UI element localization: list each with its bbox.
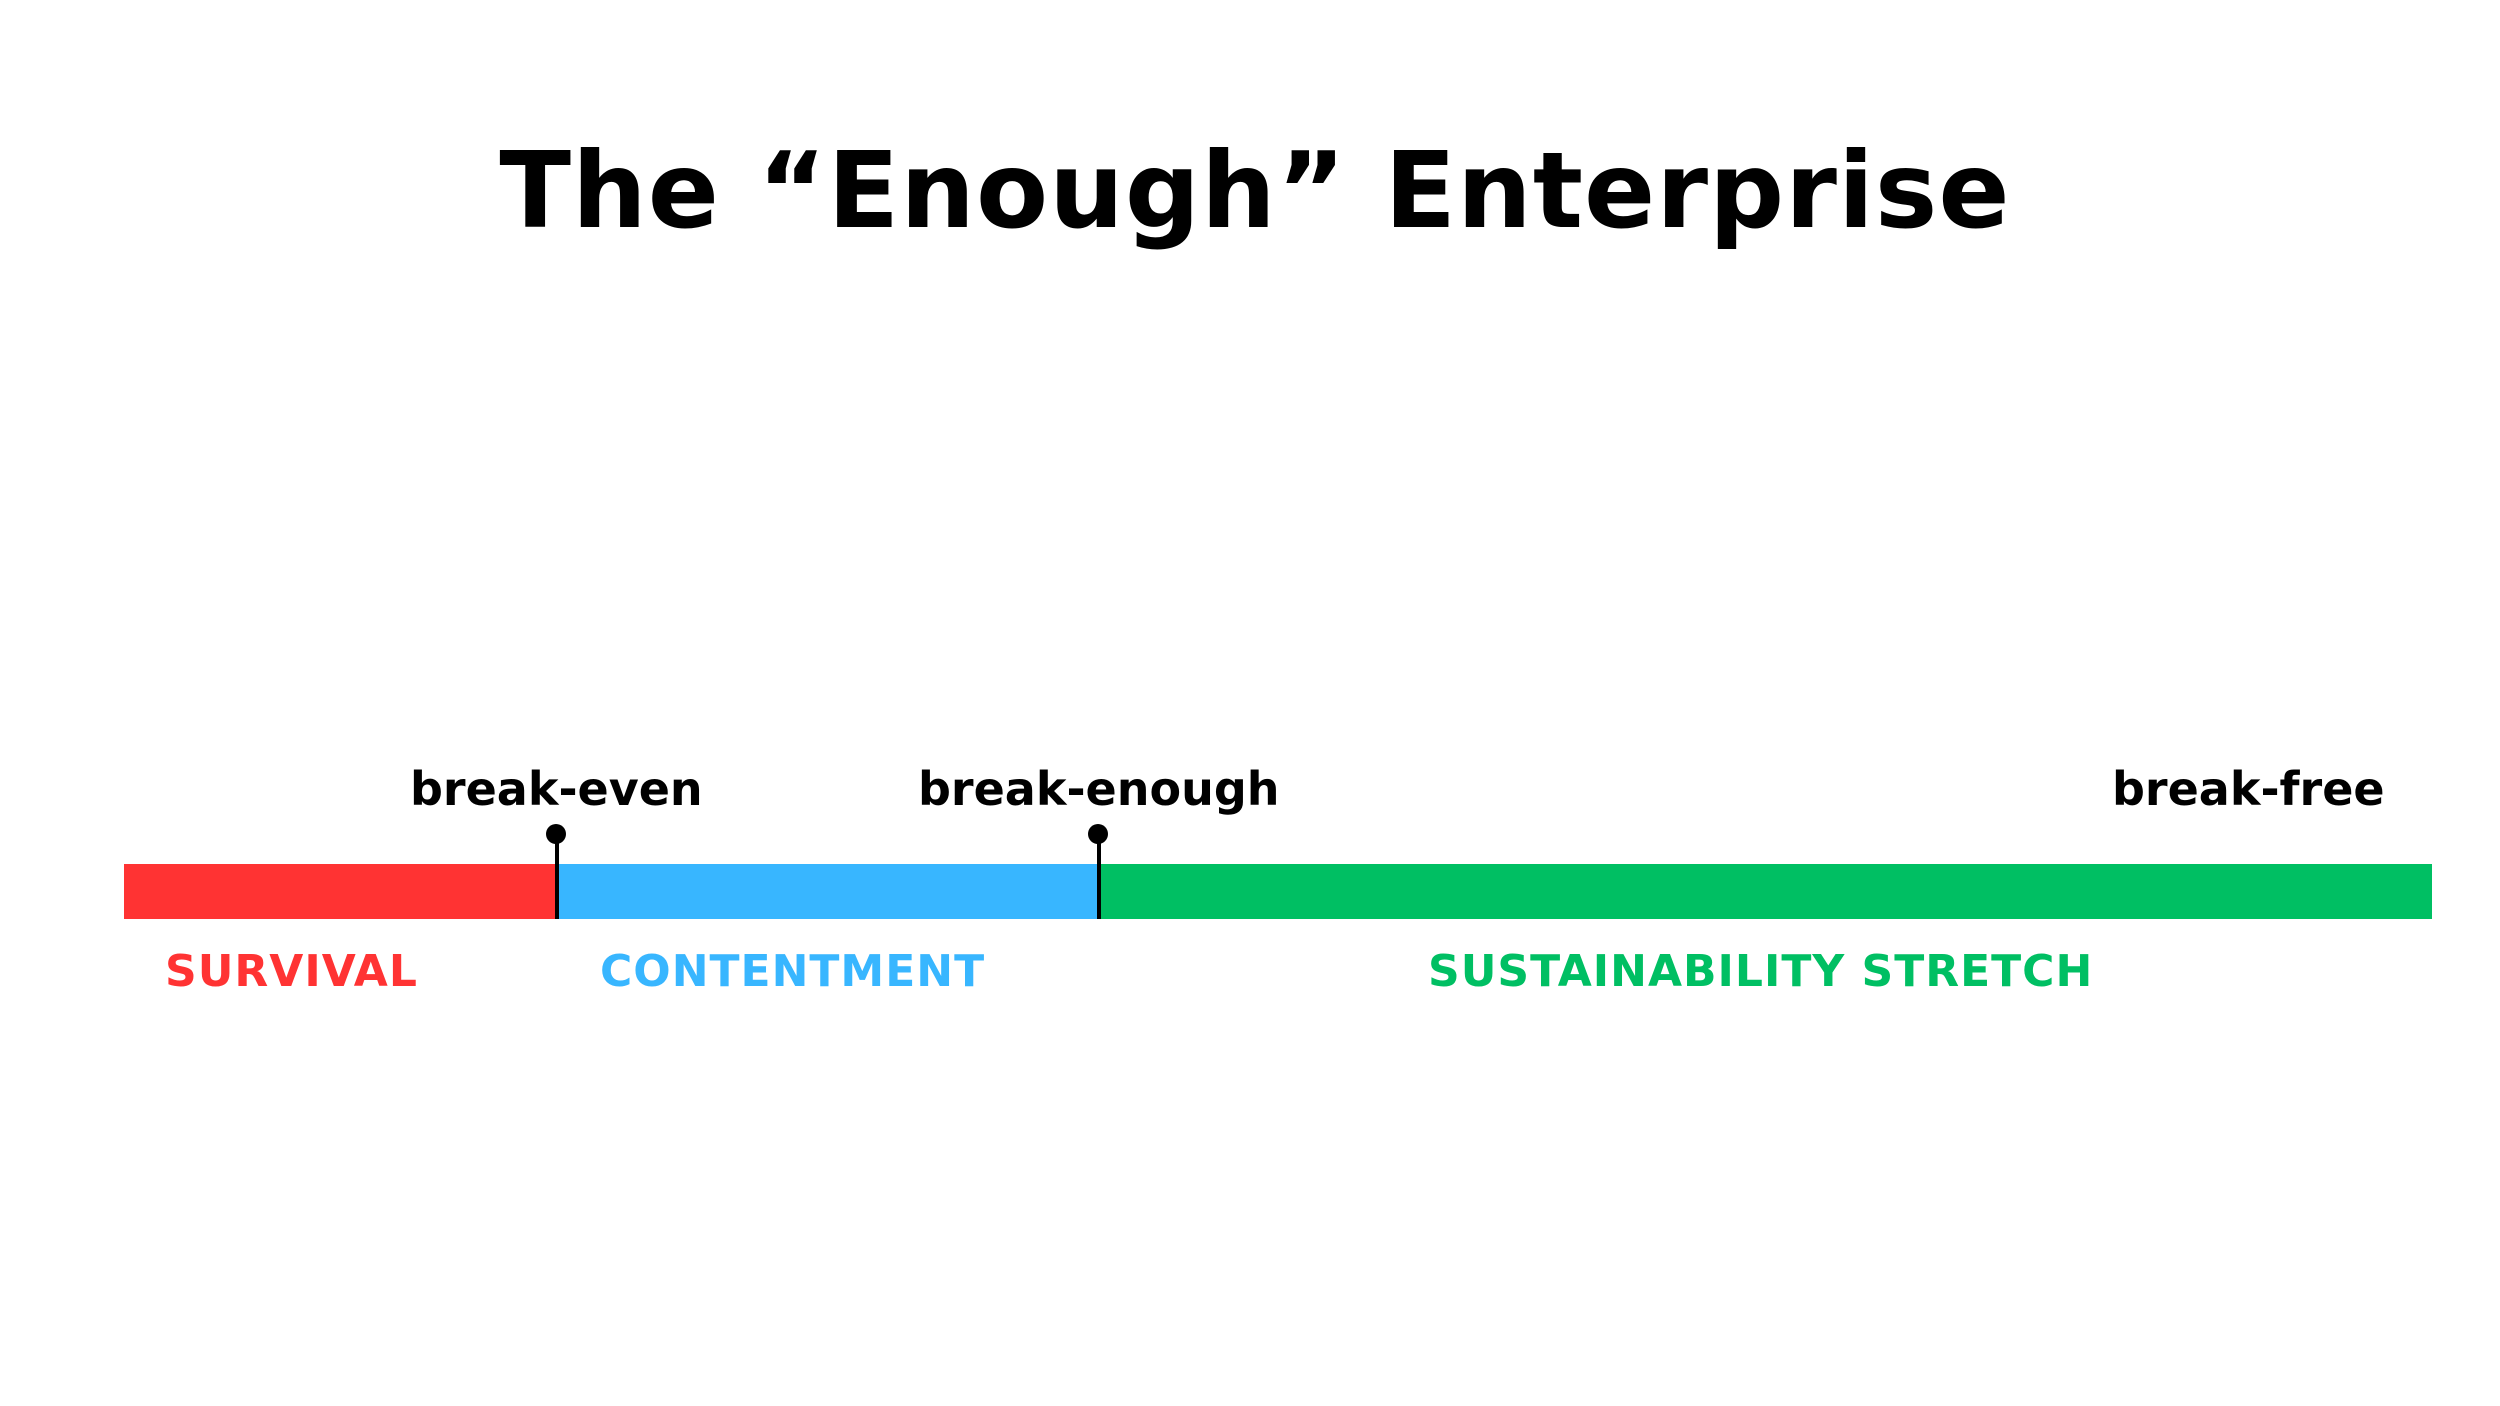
break-enough-marker-line — [1097, 836, 1101, 919]
survival-zone-label: SURVIVAL — [165, 946, 418, 997]
contentment-zone-label: CONTENTMENT — [600, 946, 986, 997]
diagram-title: The “Enough” Enterprise — [499, 130, 2011, 252]
survival-segment — [124, 864, 558, 919]
break-enough-marker-dot — [1088, 824, 1108, 844]
break-enough-label: break-enough — [918, 762, 1280, 816]
break-free-label: break-free — [2112, 762, 2385, 816]
sustainability-zone-label: SUSTAINABILITY STRETCH — [1428, 946, 2094, 997]
contentment-segment — [558, 864, 1100, 919]
sustainability-segment — [1100, 864, 2432, 919]
break-even-marker-dot — [546, 824, 566, 844]
break-even-label: break-even — [410, 762, 703, 816]
break-even-marker-line — [555, 836, 559, 919]
